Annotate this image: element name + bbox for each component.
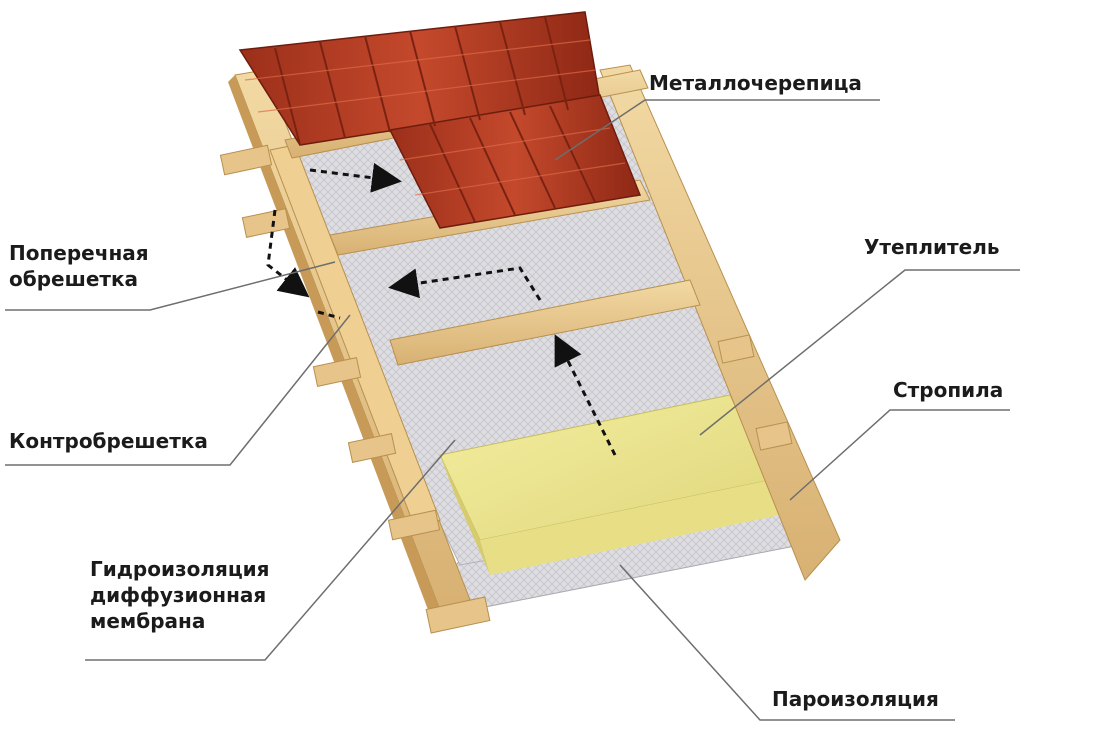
label-counter-batten: Контробрешетка bbox=[9, 429, 208, 453]
right-rafter bbox=[599, 64, 841, 581]
label-cross-batten: Поперечная обрешетка bbox=[9, 241, 149, 291]
metal-tile-sheet bbox=[238, 11, 642, 229]
batten-stubs bbox=[219, 144, 793, 634]
label-insulation: Утеплитель bbox=[864, 235, 1000, 259]
insulation-block-bottom bbox=[480, 480, 780, 575]
ventilation-arrows bbox=[266, 162, 617, 456]
label-rafters: Стропила bbox=[893, 378, 1004, 402]
label-metal-tile: Металлочерепица bbox=[649, 71, 862, 95]
label-vapor-barrier: Пароизоляция bbox=[772, 687, 939, 711]
leader-lines bbox=[5, 99, 1020, 721]
label-waterproofing-membrane: Гидроизоляция диффузионная мембрана bbox=[90, 557, 270, 633]
counter-batten bbox=[269, 144, 441, 529]
insulation-block-front bbox=[440, 455, 490, 575]
